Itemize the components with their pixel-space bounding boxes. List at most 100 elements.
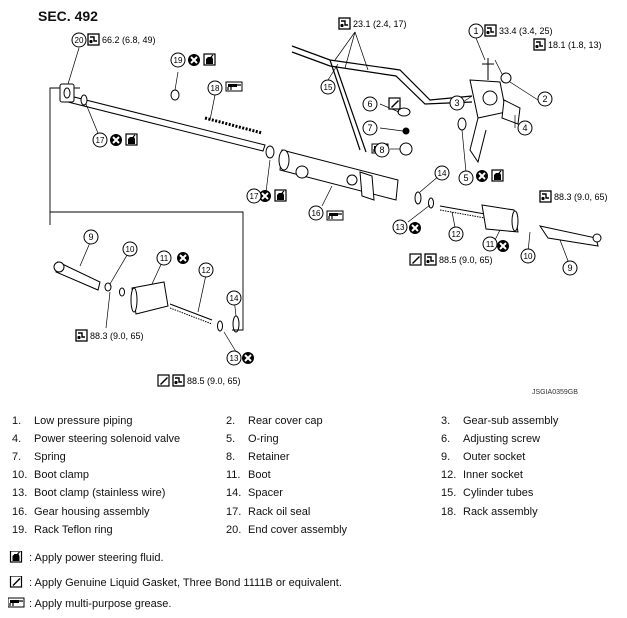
callout-number: 19 <box>174 56 183 65</box>
legend-label: O-ring <box>248 433 279 446</box>
callout-number: 1 <box>473 26 478 36</box>
note-grease: : Apply multi-purpose grease. <box>8 597 171 610</box>
callout-7: 7 <box>362 120 378 136</box>
legend-item: 10. Boot clamp <box>12 469 89 481</box>
callout-10: 10 <box>520 248 536 264</box>
callout-number: 6 <box>367 99 372 109</box>
note-fluid-text: : Apply power steering fluid. <box>29 551 164 564</box>
legend-item: 17.Rack oil seal <box>226 506 310 518</box>
callout-18: 18 <box>207 80 223 96</box>
spring <box>402 127 410 135</box>
callout-17: 17 <box>92 132 108 148</box>
callout-number: 3 <box>454 98 459 108</box>
note-gasket: : Apply Genuine Liquid Gasket, Three Bon… <box>8 576 342 589</box>
legend-number: 9. <box>441 451 451 464</box>
callout-number: 10 <box>126 245 135 254</box>
callout-4: 4 <box>517 120 533 136</box>
legend-item: 15.Cylinder tubes <box>441 487 533 499</box>
torque-label-cylinder-tubes: 23.1 (2.4, 17) <box>353 19 407 29</box>
legend-label: Rear cover cap <box>248 415 323 427</box>
legend-item: 2.Rear cover cap <box>226 415 323 427</box>
callout-number: 17 <box>250 192 259 201</box>
legend-label: Spring <box>34 451 66 464</box>
callout-number: 14 <box>230 294 239 303</box>
callout-12: 12 <box>448 226 464 242</box>
callout-number: 20 <box>75 36 84 45</box>
end-cover-assembly <box>59 83 75 103</box>
legend-number: 18. <box>441 505 457 518</box>
cylinder-tubes <box>291 45 473 153</box>
legend-label: Rack oil seal <box>248 505 311 518</box>
callout-number: 12 <box>452 230 461 239</box>
callout-number: 13 <box>230 354 239 363</box>
callout-2: 2 <box>537 91 553 107</box>
legend-number: 16. <box>12 505 28 518</box>
right-boot <box>481 204 519 233</box>
callout-number: 10 <box>524 252 533 261</box>
right-outer-socket <box>538 225 602 247</box>
right-spacer <box>414 191 422 205</box>
figure-id: JSGIA0359GB <box>532 389 578 396</box>
legend-item: 11.Boot <box>226 469 271 481</box>
legend-number: 11. <box>226 469 241 482</box>
section-title: SEC. 492 <box>38 8 98 24</box>
callout-10: 10 <box>122 241 138 257</box>
legend-label: Cylinder tubes <box>463 487 534 500</box>
callout-number: 14 <box>438 169 447 178</box>
legend-item: 12.Inner socket <box>441 469 523 481</box>
callout-11: 11 <box>156 250 172 266</box>
callout-number: 9 <box>567 263 572 273</box>
legend-number: 1. <box>12 415 22 427</box>
callout-14: 14 <box>434 165 450 181</box>
note-fluid: : Apply power steering fluid. <box>8 551 164 564</box>
callout-number: 18 <box>211 84 220 93</box>
legend-item: 3.Gear-sub assembly <box>441 415 558 427</box>
bracket-frame <box>49 87 244 331</box>
legend-number: 20. <box>226 523 242 536</box>
left-inner-socket <box>169 303 213 325</box>
callout-number: 9 <box>88 232 93 242</box>
exploded-view-diagram: 66.2 (6.8, 49) 23.1 (2.4, 17) 33.4 (3.4,… <box>49 17 608 387</box>
legend-label: Rack assembly <box>463 505 538 518</box>
retainer <box>399 142 413 156</box>
legend-number: 10. <box>12 469 28 482</box>
rack-oil-seal-left <box>80 94 88 106</box>
fluid-can-icon <box>9 551 23 563</box>
callout-5: 5 <box>458 170 474 186</box>
legend-item: 5.O-ring <box>226 433 279 445</box>
gear-housing-assembly <box>278 149 399 201</box>
callout-15: 15 <box>320 79 336 95</box>
legend-label: Spacer <box>248 487 283 500</box>
legend-item: 7.Spring <box>12 451 66 463</box>
legend-number: 13. <box>12 487 28 500</box>
legend-item: 16. Gear housing assembly <box>12 506 150 518</box>
legend-number: 14. <box>226 487 242 500</box>
legend-label: Boot clamp <box>34 469 90 482</box>
callout-13: 13 <box>226 350 242 366</box>
left-boot <box>130 281 169 315</box>
callout-number: 11 <box>160 254 169 263</box>
callout-number: 7 <box>367 123 372 133</box>
gasket-tube-icon <box>9 576 23 588</box>
o-ring <box>457 117 467 131</box>
legend-item: 4.Power steering solenoid valve <box>12 433 180 445</box>
left-boot-clamp-stainless <box>217 320 223 332</box>
low-pressure-piping <box>482 58 494 80</box>
legend-number: 8. <box>226 451 236 464</box>
callout-number: 2 <box>542 94 547 104</box>
torque-label-low-pressure-piping: 33.4 (3.4, 25) <box>499 26 553 36</box>
legend-label: Gear housing assembly <box>34 505 150 518</box>
left-outer-socket <box>53 261 101 291</box>
rack-oil-seal-right <box>265 145 275 159</box>
note-grease-text: : Apply multi-purpose grease. <box>29 597 172 610</box>
legend-label: Retainer <box>248 451 290 464</box>
legend-label: End cover assembly <box>248 523 348 536</box>
torque-label-right-outer-socket: 88.3 (9.0, 65) <box>554 192 608 202</box>
torque-label-right-inner-socket: 88.5 (9.0, 65) <box>439 255 493 265</box>
callout-number: 13 <box>396 223 405 232</box>
legend-label: Rack Teflon ring <box>34 523 113 536</box>
legend-number: 4. <box>12 433 22 446</box>
callout-19: 19 <box>170 52 186 68</box>
callout-9: 9 <box>562 260 578 276</box>
